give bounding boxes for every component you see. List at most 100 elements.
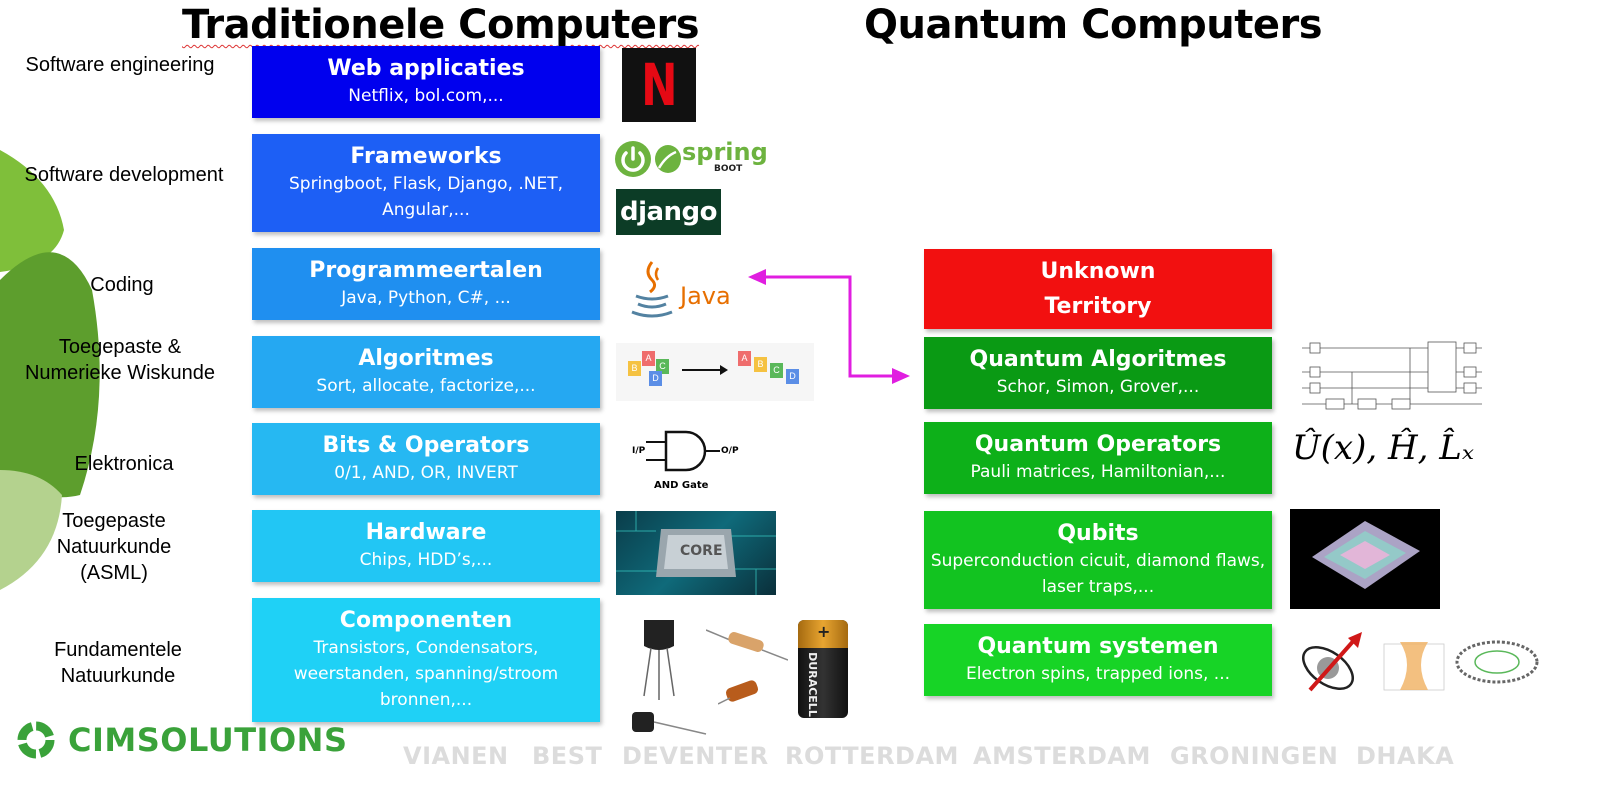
capacitor-icon (632, 712, 707, 735)
layer-title: Frameworks (350, 144, 502, 169)
layer-subtitle: Electron spins, trapped ions, ... (965, 664, 1231, 684)
layer-qubits: Qubits Superconduction cicuit, diamond f… (924, 511, 1272, 609)
layer-subtitle: 0/1, AND, OR, INVERT (334, 463, 518, 483)
city-dhaka: DHAKA (1356, 742, 1455, 770)
layer-bits-operators: Bits & Operators 0/1, AND, OR, INVERT (252, 423, 600, 495)
algo-block: A (738, 351, 751, 366)
django-text: django (619, 197, 718, 227)
and-gate-diagram: I/P O/P AND Gate (632, 428, 742, 496)
layer-title: Programmeertalen (309, 258, 543, 283)
label-wiskunde: Toegepaste & Numerieke Wiskunde (24, 336, 216, 384)
layer-hardware: Hardware Chips, HDD’s,... (252, 510, 600, 582)
algo-block: C (656, 359, 669, 374)
leaf-icon (655, 145, 681, 173)
layer-unknown-territory: Unknown Territory (924, 249, 1272, 329)
city-rotterdam: ROTTERDAM (785, 742, 959, 770)
layer-subtitle: Chips, HDD’s,... (359, 550, 493, 570)
quantum-systems-illustration (1296, 628, 1546, 702)
layer-title: Componenten (339, 608, 513, 633)
ion-trap-icon (1383, 642, 1445, 691)
algo-block: A (642, 351, 655, 366)
java-text: Java (680, 282, 731, 310)
city-vianen: VIANEN (403, 742, 509, 770)
brand-name: CIMSOLUTIONS (68, 721, 348, 759)
and-gate-output-label: O/P (721, 446, 739, 456)
sorting-illustration: B A C D A B C D (616, 343, 814, 401)
coffee-cup-icon (631, 261, 673, 318)
label-software-development: Software development (24, 164, 224, 186)
city-best: BEST (532, 742, 603, 770)
layer-subtitle: Superconduction cicuit, diamond flaws, l… (930, 551, 1266, 597)
layer-title: Web applicaties (327, 56, 525, 81)
title-quantum: Quantum Computers (864, 2, 1323, 48)
layer-title: Quantum systemen (977, 634, 1219, 659)
resistor-icon (706, 629, 788, 661)
layer-programmeertalen: Programmeertalen Java, Python, C#, ... (252, 248, 600, 320)
city-groningen: GRONINGEN (1170, 742, 1339, 770)
algo-block: C (770, 363, 783, 378)
title-traditional: Traditionele Computers (182, 2, 700, 48)
layer-web-applicaties: Web applicaties Netflix, bol.com,... (252, 46, 600, 118)
layer-algoritmes: Algoritmes Sort, allocate, factorize,... (252, 336, 600, 408)
and-gate-icon (646, 430, 720, 472)
layer-quantum-operators: Quantum Operators Pauli matrices, Hamilt… (924, 422, 1272, 494)
layer-title: Unknown Territory (1040, 259, 1156, 319)
layer-subtitle: Java, Python, C#, ... (341, 288, 511, 308)
right-arrow-icon (682, 365, 728, 375)
power-icon (615, 141, 651, 177)
cpu-core-icon: CORE (680, 543, 723, 559)
cimsolutions-logo-icon (17, 721, 55, 759)
cpu-chip-image: CORE (616, 511, 776, 595)
transistor-icon (643, 620, 675, 700)
algo-block: D (786, 369, 799, 384)
layer-title: Algoritmes (358, 346, 494, 371)
layer-title: Bits & Operators (322, 433, 530, 458)
layer-title: Hardware (365, 520, 487, 545)
layer-subtitle: Transistors, Condensators, weerstanden, … (293, 638, 559, 710)
and-gate-caption: AND Gate (654, 480, 709, 491)
components-illustration: + DURACELL (624, 612, 864, 742)
decorative-green-arcs (0, 150, 100, 590)
and-gate-input-label: I/P (632, 446, 646, 456)
algo-block: D (649, 371, 662, 386)
java-logo: Java (628, 260, 738, 320)
label-software-engineering: Software engineering (25, 54, 215, 76)
label-toegepaste-natuurkunde: Toegepaste Natuurkunde (ASML) (56, 510, 172, 584)
boot-text: BOOT (714, 164, 743, 174)
netflix-logo: N (622, 48, 696, 122)
layer-quantum-algoritmes: Quantum Algoritmes Schor, Simon, Grover,… (924, 337, 1272, 409)
layer-subtitle: Pauli matrices, Hamiltonian,... (970, 462, 1226, 482)
layer-subtitle: Sort, allocate, factorize,... (316, 376, 536, 396)
cimsolutions-brand: CIMSOLUTIONS (16, 717, 347, 763)
spring-boot-logo: spring BOOT (614, 138, 768, 180)
layer-title: Quantum Operators (974, 432, 1222, 457)
qubit-chip-image (1290, 509, 1440, 609)
layer-subtitle: Springboot, Flask, Django, .NET, Angular… (288, 174, 563, 220)
layer-quantum-systemen: Quantum systemen Electron spins, trapped… (924, 624, 1272, 696)
layer-subtitle: Netflix, bol.com,... (348, 86, 504, 106)
circuit-lines (616, 511, 776, 595)
layer-title: Quantum Algoritmes (969, 347, 1227, 372)
battery-plus: + (817, 622, 831, 641)
algo-block: B (628, 361, 641, 376)
inductor-icon (718, 680, 759, 705)
layer-subtitle: Schor, Simon, Grover,... (996, 377, 1200, 397)
spring-text: spring (682, 138, 768, 166)
django-logo: django (616, 189, 721, 235)
netflix-letter: N (640, 51, 678, 119)
quantum-operators-formula: Û(x), Ĥ, L̂ₓ (1292, 428, 1474, 468)
layer-frameworks: Frameworks Springboot, Flask, Django, .N… (252, 134, 600, 232)
qubit-chip-icon (1312, 521, 1420, 589)
battery-icon: + DURACELL (798, 620, 848, 718)
label-elektronica: Elektronica (74, 453, 174, 475)
electron-spin-icon (1302, 632, 1362, 692)
quantum-circuit-diagram (1302, 341, 1482, 410)
label-coding: Coding (90, 274, 154, 296)
battery-top (798, 620, 848, 648)
trapped-ions-icon (1455, 640, 1539, 684)
label-fundamentele-natuurkunde: Fundamentele Natuurkunde (54, 639, 182, 687)
connection-arrow (748, 269, 910, 384)
layer-componenten: Componenten Transistors, Condensators, w… (252, 598, 600, 722)
layer-title: Qubits (1057, 521, 1139, 546)
city-deventer: DEVENTER (622, 742, 769, 770)
